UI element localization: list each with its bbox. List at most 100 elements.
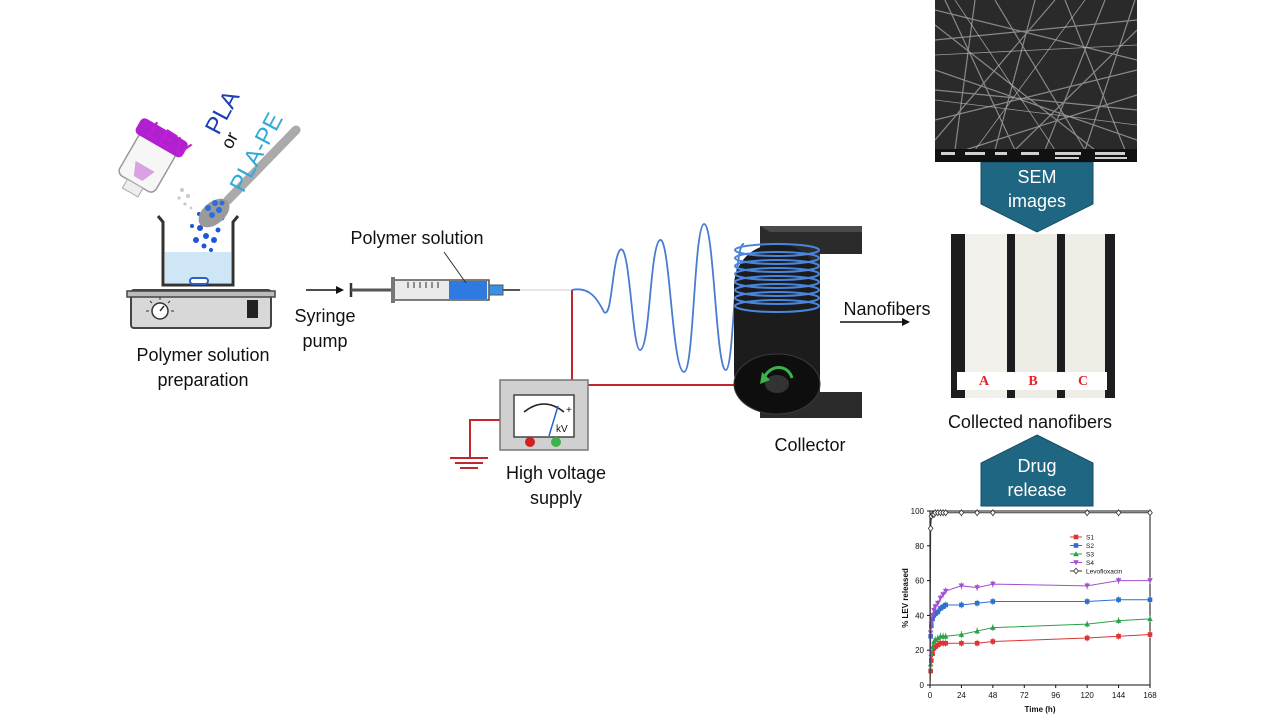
data-point (942, 509, 949, 517)
spoon (198, 125, 301, 228)
legend-label: S3 (1086, 552, 1094, 559)
data-point (942, 633, 949, 639)
x-tick-label: 120 (1080, 691, 1094, 700)
data-point (929, 613, 936, 619)
data-point (1115, 578, 1122, 584)
data-point (937, 595, 944, 601)
data-point (1147, 509, 1153, 517)
syringe-pump-label-line2: pump (302, 331, 348, 351)
data-point (1115, 617, 1122, 623)
data-point (940, 592, 946, 598)
data-point (935, 642, 941, 648)
y-tick-label: 40 (915, 611, 924, 620)
data-point (938, 640, 943, 646)
fiber-jet (571, 223, 745, 373)
data-point (1084, 621, 1090, 627)
prep-label: Polymer solution preparation (103, 343, 303, 393)
y-axis-label: % LEV released (901, 568, 910, 628)
stir-plate (126, 289, 276, 329)
data-point (932, 604, 939, 610)
data-point (959, 602, 964, 608)
legend-label: S4 (1086, 560, 1094, 567)
data-point (932, 644, 938, 650)
data-point (1147, 597, 1153, 603)
data-point (927, 524, 934, 532)
data-point (1084, 599, 1090, 604)
data-point (990, 581, 996, 587)
data-point (974, 509, 980, 517)
data-point (935, 635, 941, 641)
x-tick-label: 0 (928, 691, 933, 700)
data-point (958, 631, 965, 637)
sem-images-line2: images (1007, 191, 1067, 211)
data-point (1084, 635, 1090, 641)
data-point (940, 640, 946, 646)
syringe-pump-label: Syringe pump (285, 304, 365, 354)
sample-strip-a (965, 234, 1007, 398)
data-point (1116, 597, 1121, 603)
series-line-s3 (929, 618, 1151, 686)
data-point (1084, 583, 1090, 589)
data-point (1147, 632, 1153, 637)
y-tick-label: 20 (915, 646, 924, 655)
y-tick-label: 0 (920, 681, 925, 690)
data-point (1084, 509, 1090, 517)
y-tick-label: 80 (915, 542, 924, 551)
pump-arrow (306, 286, 344, 294)
x-tick-label: 24 (957, 691, 966, 700)
sample-letter-c: C (1077, 374, 1089, 389)
sem-image (935, 0, 1137, 162)
data-point (974, 585, 980, 591)
drug-release-label: Drug release (981, 454, 1093, 502)
nanofibers-arrow (840, 318, 910, 326)
beaker (156, 215, 240, 287)
data-point (943, 640, 949, 646)
data-point (990, 639, 996, 644)
sample-letter-a: A (978, 374, 990, 389)
data-point (974, 628, 980, 634)
svg-text:+: + (566, 405, 572, 416)
data-point (974, 600, 980, 606)
polymer-solution-label: Polymer solution (350, 228, 484, 248)
data-point (958, 583, 965, 589)
y-tick-label: 60 (915, 577, 924, 586)
sem-chevron (980, 161, 1094, 233)
x-tick-label: 144 (1112, 691, 1126, 700)
prep-label-line2: preparation (157, 370, 249, 390)
legend-label: S1 (1086, 535, 1094, 542)
syringe-pump-label-line1: Syringe (294, 306, 356, 326)
data-point (959, 640, 964, 646)
drug-release-line2: release (1007, 480, 1067, 500)
x-tick-label: 72 (1020, 691, 1029, 700)
data-point (935, 609, 941, 615)
hv-supply-label-line2: supply (529, 488, 583, 508)
legend-marker (1073, 551, 1079, 557)
data-point (990, 509, 996, 517)
data-point (942, 588, 949, 594)
data-point (1147, 578, 1153, 584)
hv-supply-label: High voltage supply (486, 461, 626, 511)
data-point (935, 600, 941, 607)
data-point (974, 640, 980, 646)
sem-images-line1: SEM (1017, 167, 1057, 187)
data-point (1115, 509, 1122, 517)
ground-symbol (450, 457, 488, 469)
lev-powder (177, 188, 193, 210)
data-point (958, 509, 965, 517)
data-point (1147, 616, 1153, 622)
data-point (990, 599, 996, 604)
collector-label: Collector (774, 435, 846, 455)
lev-vial (118, 118, 188, 198)
x-tick-label: 48 (988, 691, 997, 700)
sample-label-band (957, 372, 1107, 390)
series-line-s4 (929, 580, 1150, 686)
data-point (990, 624, 996, 630)
sample-letter-b: B (1028, 374, 1038, 389)
x-tick-label: 96 (1051, 691, 1060, 700)
meter-unit: kV (556, 424, 568, 435)
prep-label-line1: Polymer solution (136, 345, 270, 365)
